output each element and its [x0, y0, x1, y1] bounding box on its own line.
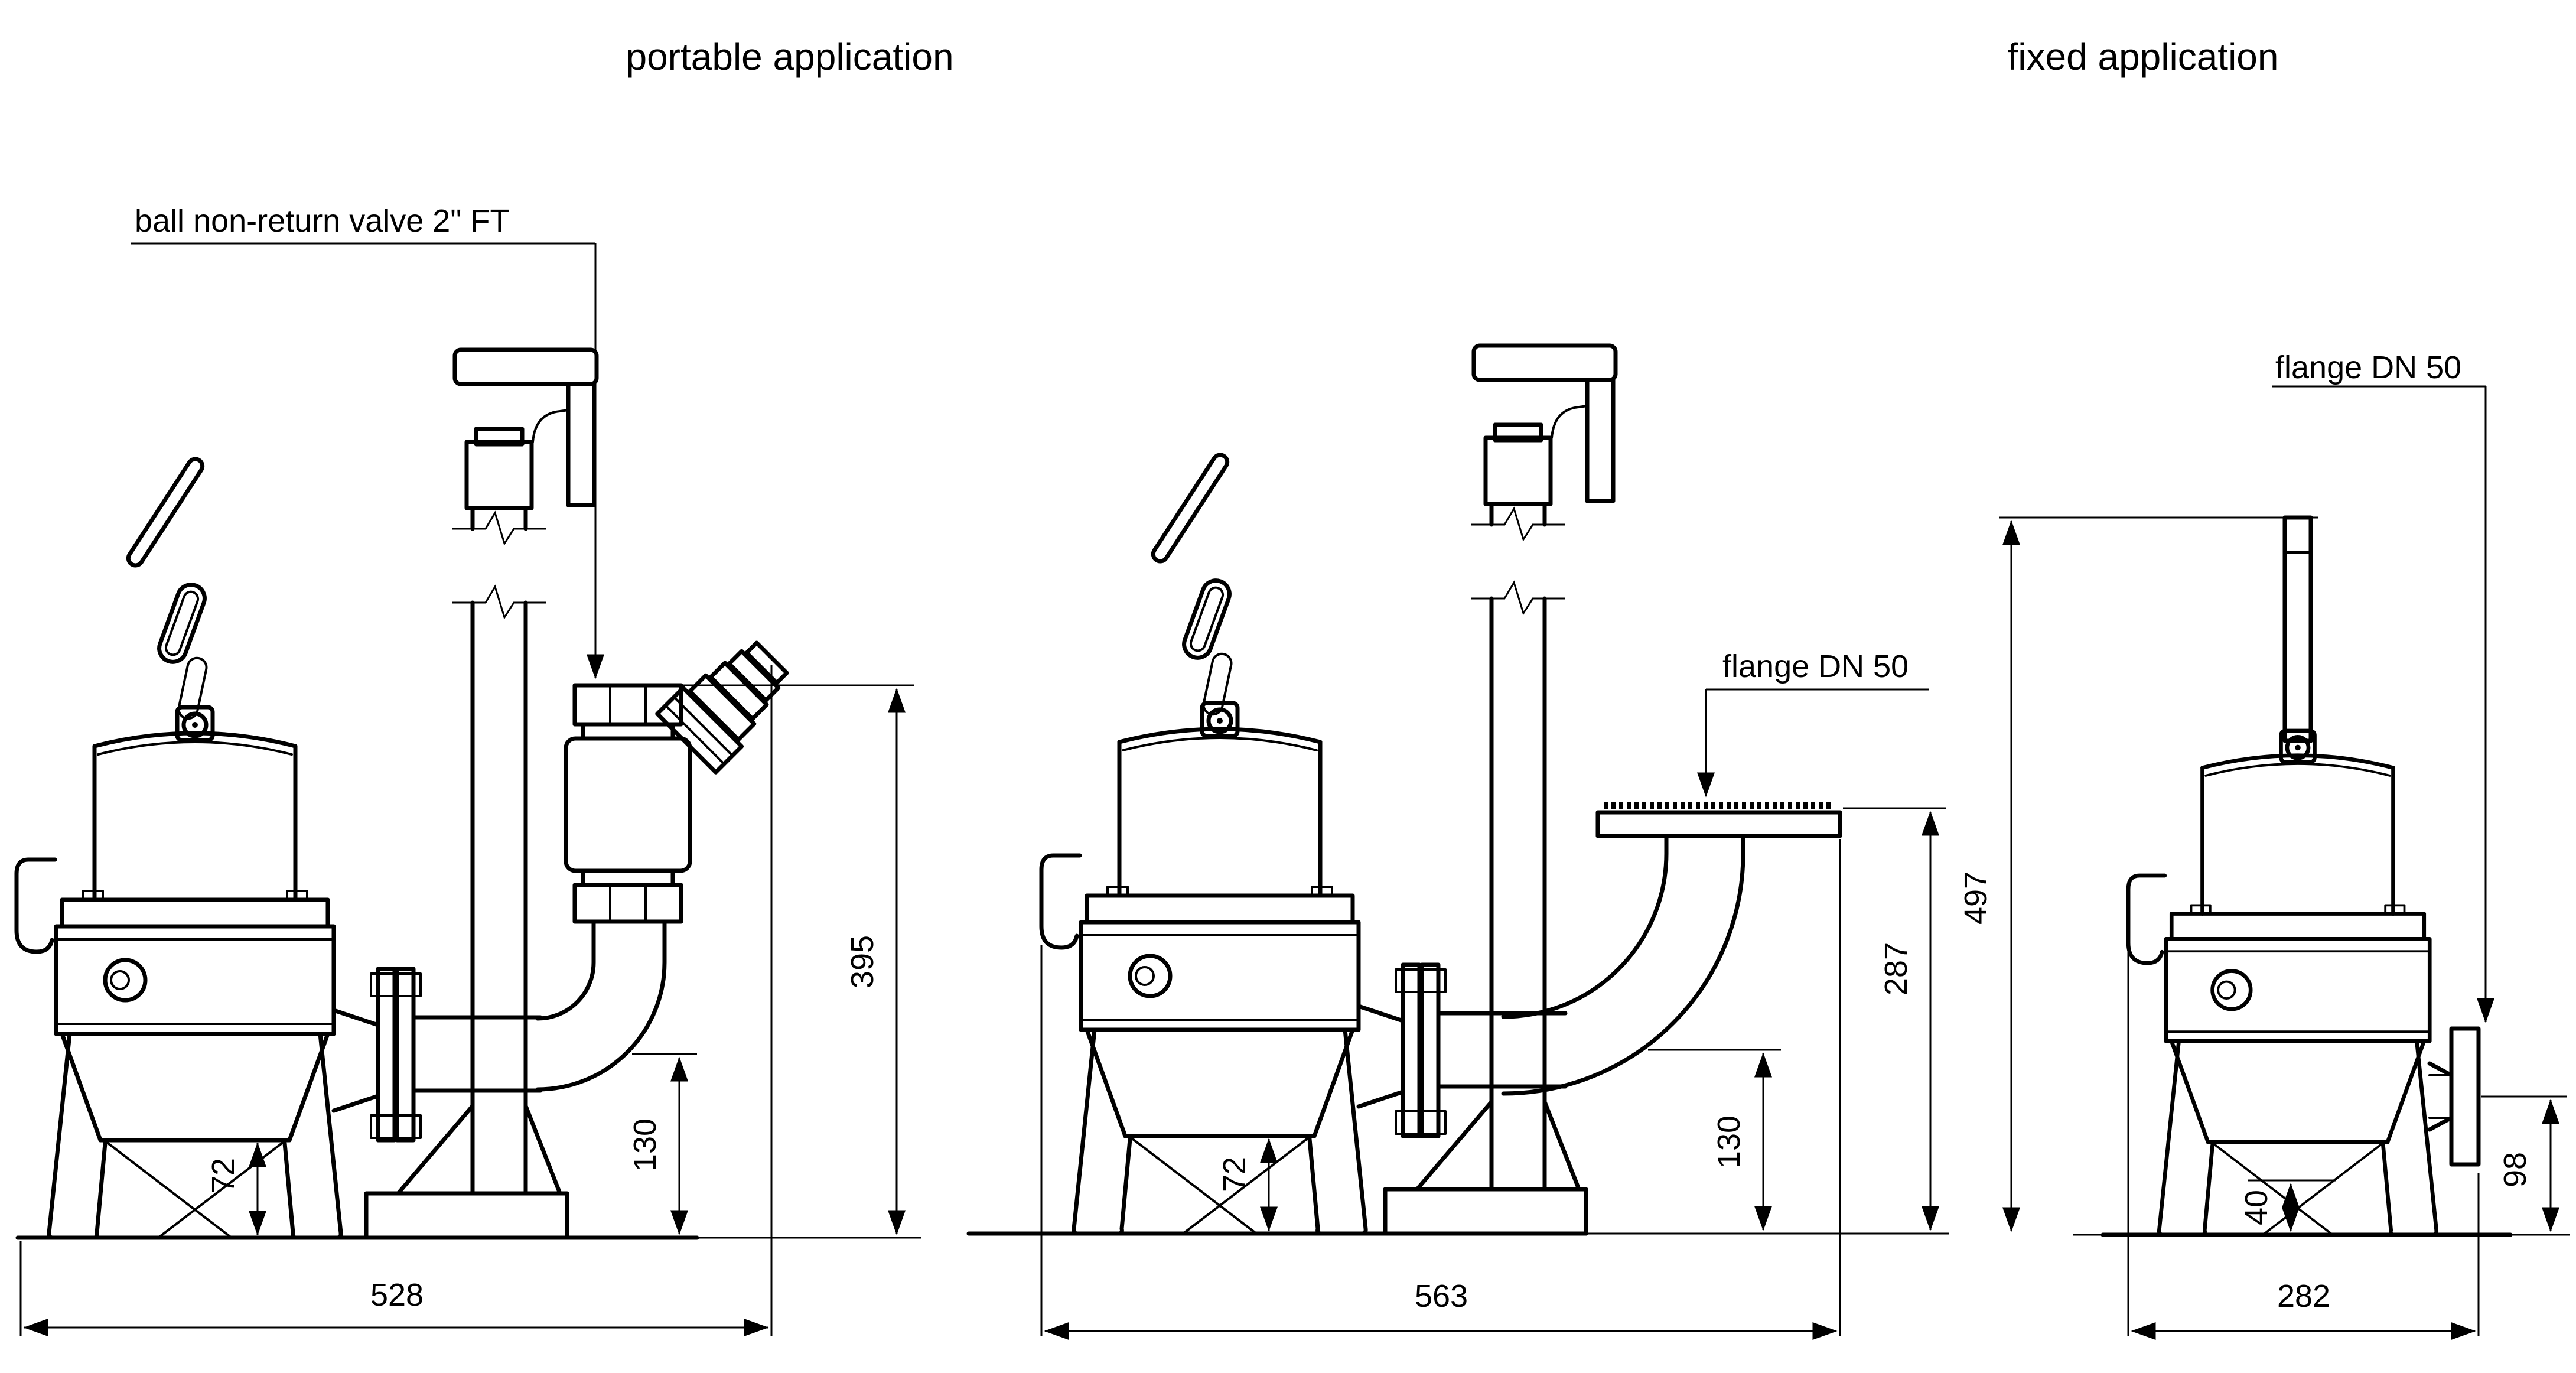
dim-98-text: 98	[2497, 1152, 2533, 1187]
dim-130-text: 130	[627, 1118, 663, 1172]
dim-282: 282	[2127, 922, 2480, 1340]
ball-check-valve	[564, 683, 692, 924]
dim-98: 98	[2481, 1095, 2567, 1232]
discharge-flange	[1359, 965, 1565, 1136]
side-flange	[2427, 1026, 2481, 1167]
callout-flange-dn50: flange DN 50	[2272, 350, 2494, 1023]
drawing-fixed: flange DN 50 497 98 40 282	[1958, 350, 2570, 1340]
discharge-elbow	[535, 919, 667, 1092]
pump-portable-flanged	[1041, 703, 1366, 1234]
callout-ball-valve-text: ball non-return valve 2" FT	[135, 203, 509, 239]
dim-40-text: 40	[2239, 1190, 2274, 1225]
dim-563-text: 563	[1415, 1278, 1468, 1314]
dim-282-text: 282	[2277, 1278, 2330, 1314]
dim-395-text: 395	[845, 935, 880, 988]
drawing-portable-hose: ball non-return valve 2" FT 395 130 72 5…	[17, 203, 921, 1336]
dim-72: 72	[1217, 1138, 1278, 1232]
dim-528-text: 528	[370, 1277, 424, 1313]
dim-40: 40	[2239, 1179, 2336, 1232]
dim-287: 287	[1843, 807, 1946, 1231]
title-fixed-application: fixed application	[2008, 35, 2279, 78]
lifting-chain	[126, 456, 209, 720]
callout-flange-text: flange DN 50	[2275, 350, 2461, 385]
dim-130: 130	[1648, 1049, 1781, 1231]
title-portable-application: portable application	[626, 35, 953, 78]
callout-flange-dn50: flange DN 50	[1697, 649, 1929, 798]
dim-72-text: 72	[1217, 1157, 1252, 1192]
discharge-flange	[334, 969, 540, 1140]
dim-72-text: 72	[206, 1158, 241, 1193]
flange-plate	[2449, 1026, 2481, 1167]
dim-130: 130	[627, 1053, 697, 1235]
pump-portable-hose	[17, 707, 341, 1238]
lifting-rod	[2282, 515, 2313, 743]
callout-flange-text: flange DN 50	[1722, 649, 1909, 684]
lifting-chain	[1151, 452, 1233, 716]
dim-130-text: 130	[1711, 1115, 1747, 1169]
dim-72: 72	[206, 1142, 266, 1236]
dim-497: 497	[1958, 516, 2318, 1232]
flange-plate	[1595, 810, 1842, 838]
drawing-portable-flanged: flange DN 50 287 130 72 563	[966, 346, 1949, 1340]
pump-fixed	[2128, 731, 2437, 1235]
dim-395: 395	[679, 684, 914, 1235]
dim-563: 563	[1040, 839, 1841, 1340]
hose-connector	[655, 640, 789, 775]
dim-287-text: 287	[1878, 942, 1914, 995]
callout-ball-valve: ball non-return valve 2" FT	[131, 203, 604, 679]
discharge-bend	[1501, 802, 1842, 1096]
dim-528: 528	[19, 665, 773, 1336]
dim-497-text: 497	[1958, 871, 1994, 925]
pipe-stand	[366, 350, 597, 1238]
